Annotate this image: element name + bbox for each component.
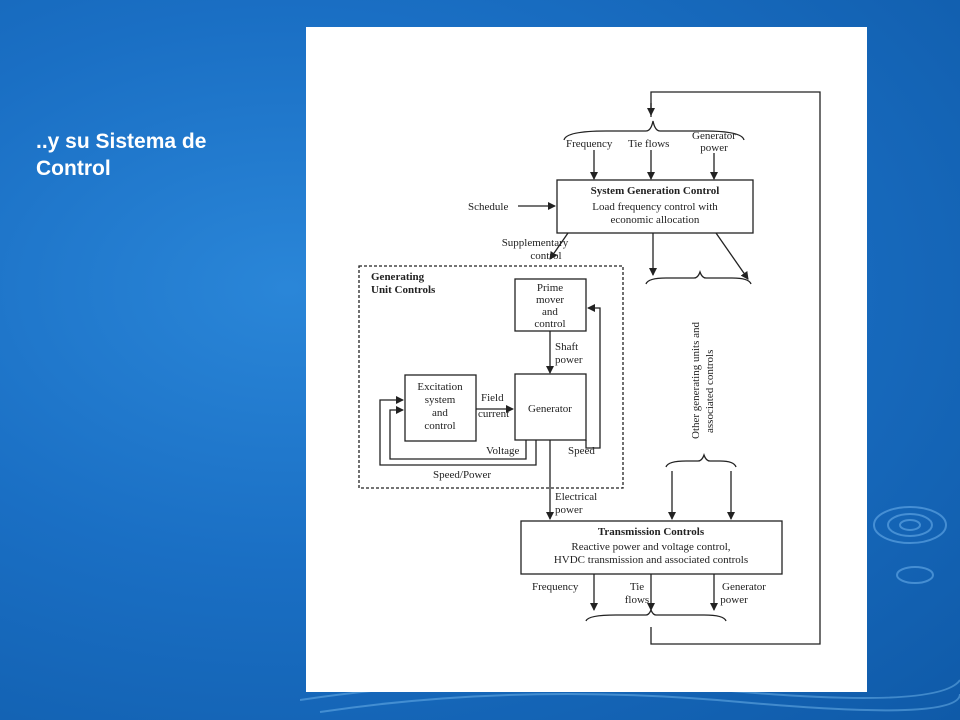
diagram-svg: Frequency Tie flows Generator power Sche… bbox=[358, 91, 821, 645]
generator-label: Generator bbox=[528, 403, 572, 415]
field-current-label-2: current bbox=[478, 408, 509, 420]
other-units-label-1: Other generating units and bbox=[690, 322, 702, 439]
input-brace bbox=[563, 120, 745, 141]
schedule-label: Schedule bbox=[468, 201, 508, 213]
supplementary-control-arrow bbox=[549, 232, 569, 260]
sgc-title: System Generation Control bbox=[591, 185, 720, 197]
system-generation-control-box bbox=[556, 179, 754, 234]
excitation-box bbox=[404, 374, 477, 442]
control-system-diagram: Frequency Tie flows Generator power Sche… bbox=[306, 27, 867, 692]
output-frequency-label: Frequency bbox=[532, 581, 579, 593]
generating-unit-controls-label-2: Unit Controls bbox=[371, 284, 436, 296]
shaft-power-label-1: Shaft bbox=[555, 341, 578, 353]
sgc-line-1: Load frequency control with bbox=[592, 201, 718, 213]
electrical-power-label-2: power bbox=[555, 504, 583, 516]
shaft-power-label-2: power bbox=[555, 354, 583, 366]
input-generator-power-label-1: Generator bbox=[692, 130, 736, 142]
generating-unit-controls-region bbox=[358, 265, 624, 489]
excitation-label-2: system bbox=[425, 394, 456, 406]
voltage-feedback-arrow bbox=[389, 406, 527, 460]
output-tie-flows-label-1: Tie bbox=[630, 581, 644, 593]
excitation-label-3: and bbox=[432, 407, 448, 419]
slide-title: ..y su Sistema de Control bbox=[36, 130, 207, 180]
output-tie-flows-label-2: flows bbox=[625, 594, 649, 606]
voltage-label: Voltage bbox=[486, 445, 520, 457]
sgc-line-2: economic allocation bbox=[611, 214, 700, 226]
input-frequency-label: Frequency bbox=[566, 138, 613, 150]
supplementary-control-label-1: Supplementary bbox=[502, 237, 569, 249]
ripple-decoration bbox=[873, 506, 947, 584]
input-generator-power-label-2: power bbox=[700, 142, 728, 154]
output-brace bbox=[585, 608, 727, 622]
output-generator-power-label-2: power bbox=[720, 594, 748, 606]
transmission-controls-title: Transmission Controls bbox=[598, 526, 705, 538]
prime-mover-label-1: Prime bbox=[537, 282, 563, 294]
generating-unit-controls-label-1: Generating bbox=[371, 271, 425, 283]
other-units-label-2: associated controls bbox=[704, 350, 716, 433]
speed-label: Speed bbox=[568, 445, 595, 457]
input-tie-flows-label: Tie flows bbox=[628, 138, 669, 150]
speed-power-feedback-arrow bbox=[379, 396, 537, 466]
feedback-loop-line bbox=[650, 91, 821, 645]
other-units-brace-top bbox=[645, 269, 752, 285]
transmission-controls-line-2: HVDC transmission and associated control… bbox=[554, 554, 748, 566]
other-units-brace-bottom bbox=[665, 452, 737, 468]
transmission-controls-line-1: Reactive power and voltage control, bbox=[571, 541, 730, 553]
excitation-label-1: Excitation bbox=[417, 381, 463, 393]
field-current-label-1: Field bbox=[481, 392, 504, 404]
sgc-out-right-arrow bbox=[715, 232, 749, 280]
prime-mover-label-3: and bbox=[542, 306, 558, 318]
electrical-power-label-1: Electrical bbox=[555, 491, 597, 503]
speed-power-label: Speed/Power bbox=[433, 469, 491, 481]
speed-feedback-arrow bbox=[585, 304, 601, 449]
output-generator-power-label-1: Generator bbox=[722, 581, 766, 593]
prime-mover-label-4: control bbox=[534, 318, 565, 330]
prime-mover-label-2: mover bbox=[536, 294, 564, 306]
excitation-label-4: control bbox=[424, 420, 455, 432]
supplementary-control-label-2: control bbox=[530, 250, 561, 262]
